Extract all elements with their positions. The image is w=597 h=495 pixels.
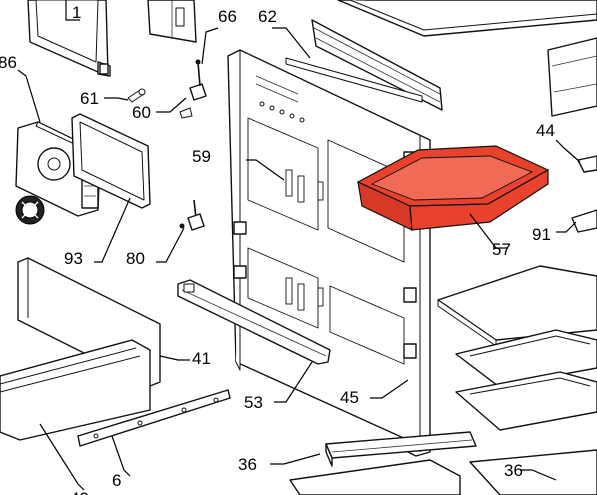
part-6-strip[interactable] bbox=[77, 389, 231, 447]
part-91-clip[interactable] bbox=[571, 209, 597, 233]
part-right-bracket[interactable] bbox=[547, 37, 597, 117]
callout-1: 1 bbox=[72, 3, 81, 22]
part-93-cover-plate[interactable] bbox=[71, 113, 151, 209]
part-57-drip-tray[interactable] bbox=[356, 145, 550, 231]
callout-86: 86 bbox=[0, 53, 17, 72]
callout-53: 53 bbox=[244, 393, 263, 412]
callout-labels: 1 66 62 86 61 60 44 59 91 93 80 57 41 53… bbox=[0, 3, 555, 495]
part-1-panel[interactable] bbox=[147, 0, 197, 43]
callout-60: 60 bbox=[132, 103, 151, 122]
callout-36-center: 36 bbox=[238, 455, 257, 474]
callout-41: 41 bbox=[192, 349, 211, 368]
callout-45: 45 bbox=[340, 388, 359, 407]
callout-66: 66 bbox=[218, 7, 237, 26]
part-44-clip[interactable] bbox=[577, 155, 597, 173]
callout-62: 62 bbox=[258, 7, 277, 26]
callout-40: 40 bbox=[70, 489, 89, 495]
leader-lines bbox=[17, 0, 581, 491]
callout-93: 93 bbox=[64, 249, 83, 268]
part-61-screw[interactable] bbox=[127, 88, 146, 103]
callout-91: 91 bbox=[532, 225, 551, 244]
top-plate[interactable] bbox=[337, 0, 597, 37]
callout-44: 44 bbox=[536, 121, 555, 140]
callout-36-right: 36 bbox=[504, 461, 523, 480]
part-36-bottom-plate[interactable] bbox=[289, 459, 461, 495]
callout-6: 6 bbox=[112, 471, 121, 490]
right-shelf-top[interactable] bbox=[437, 265, 597, 347]
knob[interactable] bbox=[15, 195, 45, 225]
part-1-door-frame[interactable] bbox=[27, 0, 111, 77]
part-36-bottom-rail[interactable] bbox=[325, 431, 477, 467]
callout-80: 80 bbox=[126, 249, 145, 268]
part-66-bolt[interactable] bbox=[195, 59, 201, 87]
part-53-rail[interactable] bbox=[177, 279, 331, 365]
callout-57: 57 bbox=[492, 240, 511, 259]
callout-61: 61 bbox=[80, 89, 99, 108]
right-bottom-plate[interactable] bbox=[469, 449, 597, 495]
right-shelf-bottom[interactable] bbox=[455, 371, 597, 431]
part-80-bolt[interactable] bbox=[179, 199, 205, 231]
part-62-rail[interactable] bbox=[285, 19, 443, 111]
part-40-bottom-panel[interactable] bbox=[0, 339, 151, 441]
callout-59: 59 bbox=[192, 147, 211, 166]
part-60-bracket[interactable] bbox=[179, 83, 207, 119]
